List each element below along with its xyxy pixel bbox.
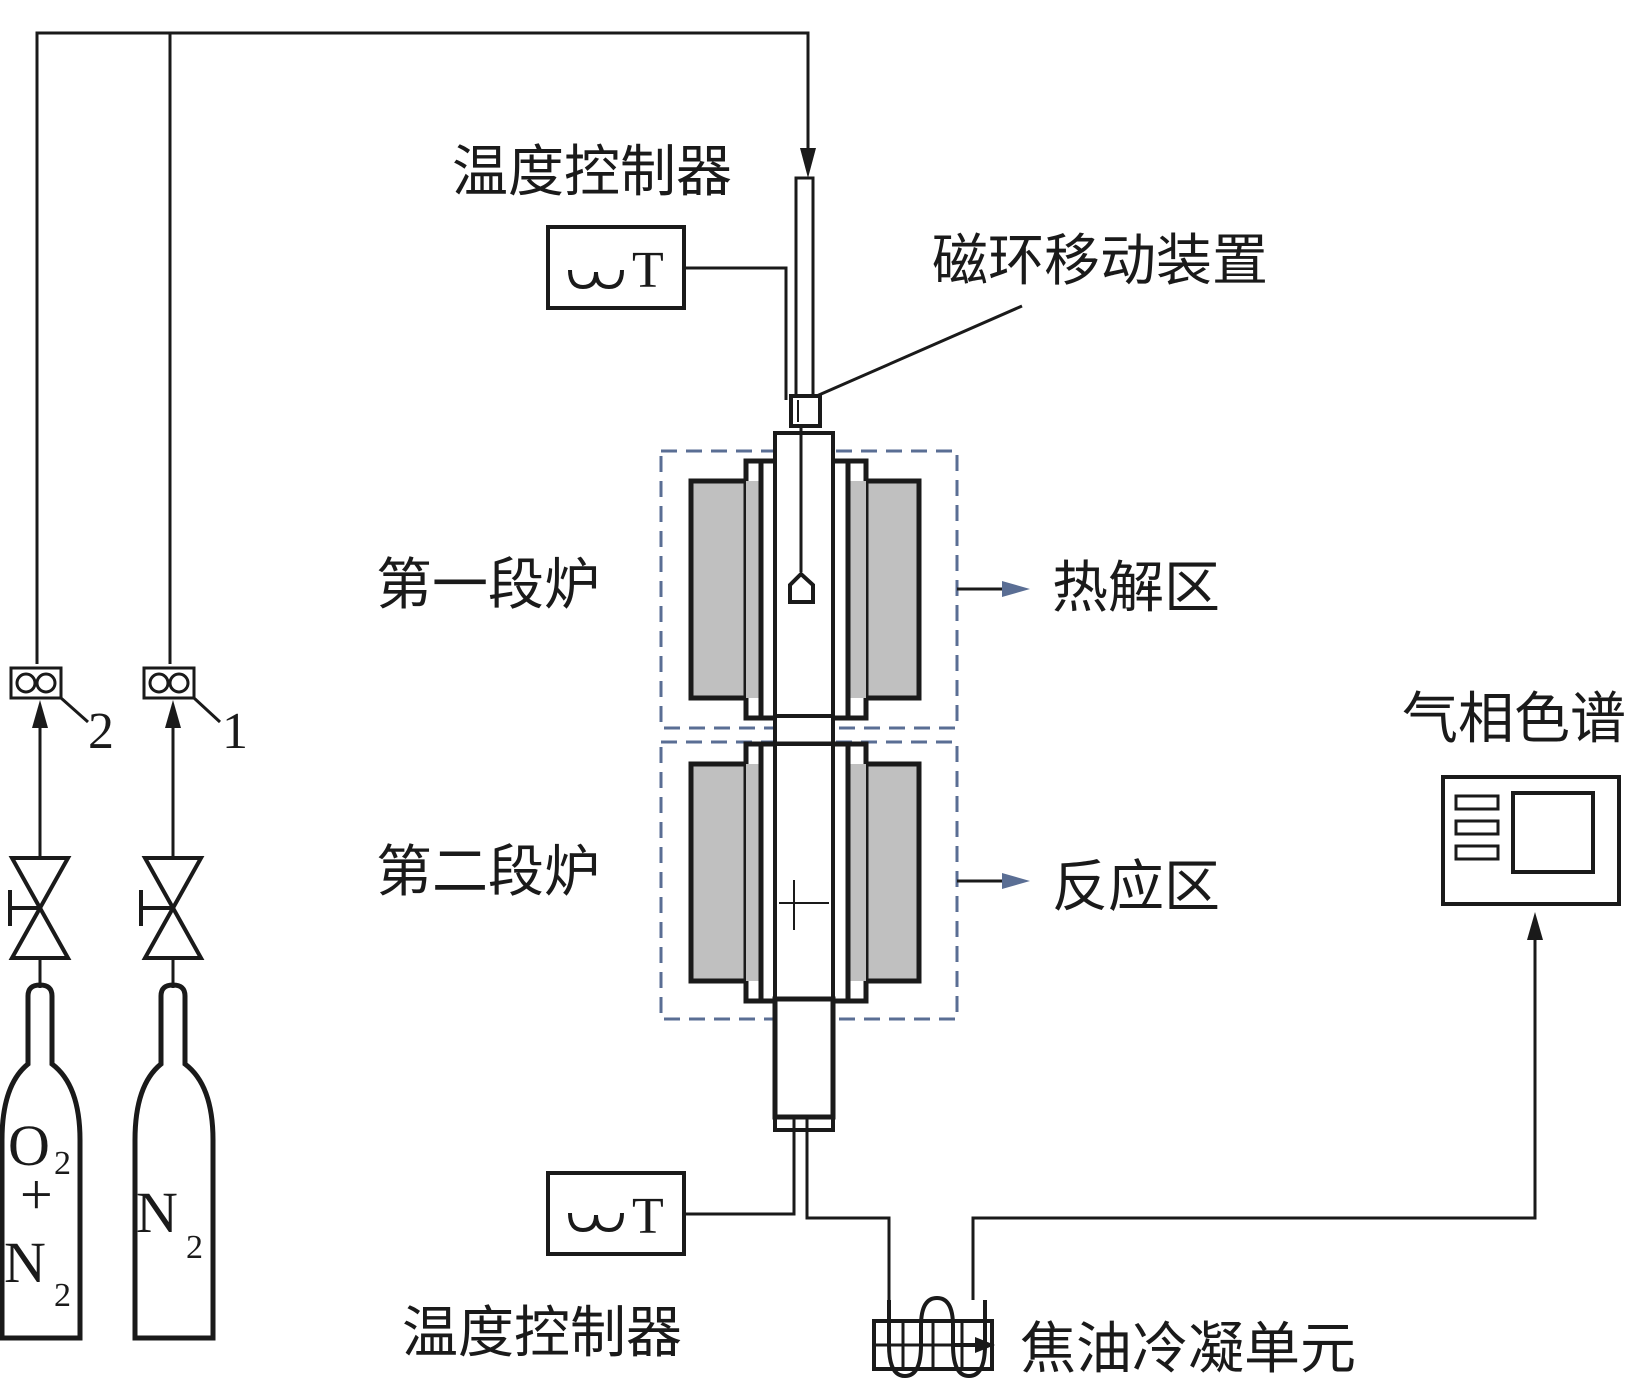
furnace-2-label: 第二段炉 (376, 840, 600, 905)
magnetic-ring-label: 磁环移动装置 (932, 229, 1268, 294)
cylinder-left-plus: + (20, 1162, 53, 1227)
feed-arrowhead-1 (165, 700, 181, 728)
tar-condenser-label: 焦油冷凝单元 (1020, 1317, 1356, 1382)
gc-button-3 (1454, 844, 1500, 861)
gas-inlet-arrowhead (800, 148, 816, 178)
tar-condenser (872, 1295, 995, 1379)
thermocouple-symbol-icon (568, 269, 624, 290)
cylinder-left-n-text: N (4, 1230, 46, 1295)
temp-controller-top (546, 225, 686, 310)
feed-arrowhead-2 (32, 700, 48, 728)
gas-chromatograph (1441, 775, 1621, 906)
temp-controller-bottom (546, 1171, 686, 1256)
furnace-2-heater-right-overlay (848, 764, 866, 981)
gc-button-2 (1454, 819, 1500, 836)
flowmeter-2 (9, 666, 89, 724)
furnace-1-label: 第一段炉 (376, 553, 600, 618)
flowmeter-2-label: 2 (88, 703, 114, 760)
thermocouple-wire-top (684, 266, 788, 400)
magnetic-ring (789, 394, 822, 428)
cylinder-left-n-subscript: 2 (54, 1277, 71, 1314)
temp-controller-top-symbol: T (632, 242, 664, 299)
temp-controller-top-label: 温度控制器 (452, 140, 732, 205)
furnace-1-heater-right-overlay (848, 481, 866, 698)
cylinder-right-n-text: N (136, 1180, 178, 1245)
pyrolysis-zone-label: 热解区 (1052, 556, 1220, 621)
gc-feed-line (971, 930, 1537, 1300)
sample-basket (788, 571, 815, 604)
temp-controller-bottom-label: 温度控制器 (402, 1301, 682, 1366)
gc-button-1 (1454, 794, 1500, 811)
magnetic-ring-leader (811, 304, 1023, 400)
outlet-tube (772, 996, 836, 1120)
flowmeter-1-label: 1 (222, 703, 248, 760)
reaction-zone-label: 反应区 (1052, 855, 1220, 920)
thermocouple-wire-bottom (684, 1117, 796, 1216)
gas-cylinder-n2 (132, 982, 216, 1341)
valve-left (8, 856, 72, 960)
gc-display (1511, 791, 1595, 874)
flowmeter-1 (142, 666, 222, 724)
cylinder-left-o-text: O (8, 1113, 50, 1178)
valve-right (139, 856, 205, 960)
gas-cylinder-o2-n2 (0, 982, 83, 1341)
furnace-2-heater-left-overlay (746, 764, 761, 981)
thermocouple-symbol-bottom-icon (568, 1212, 624, 1233)
gas-chromatograph-label: 气相色谱 (1402, 687, 1626, 752)
pyrolysis-zone-arrowhead (1002, 581, 1030, 597)
furnace-1-heater-left-overlay (746, 481, 761, 698)
gc-feed-arrowhead (1527, 912, 1543, 940)
magnetic-rod (794, 176, 815, 402)
reaction-zone-arrowhead (1002, 873, 1030, 889)
gas-supply-lines (35, 31, 810, 664)
product-gas-line (805, 1117, 891, 1300)
cylinder-right-n-subscript: 2 (186, 1229, 203, 1266)
temp-controller-bottom-symbol: T (632, 1188, 664, 1245)
cylinder-left-o-subscript: 2 (54, 1145, 71, 1182)
